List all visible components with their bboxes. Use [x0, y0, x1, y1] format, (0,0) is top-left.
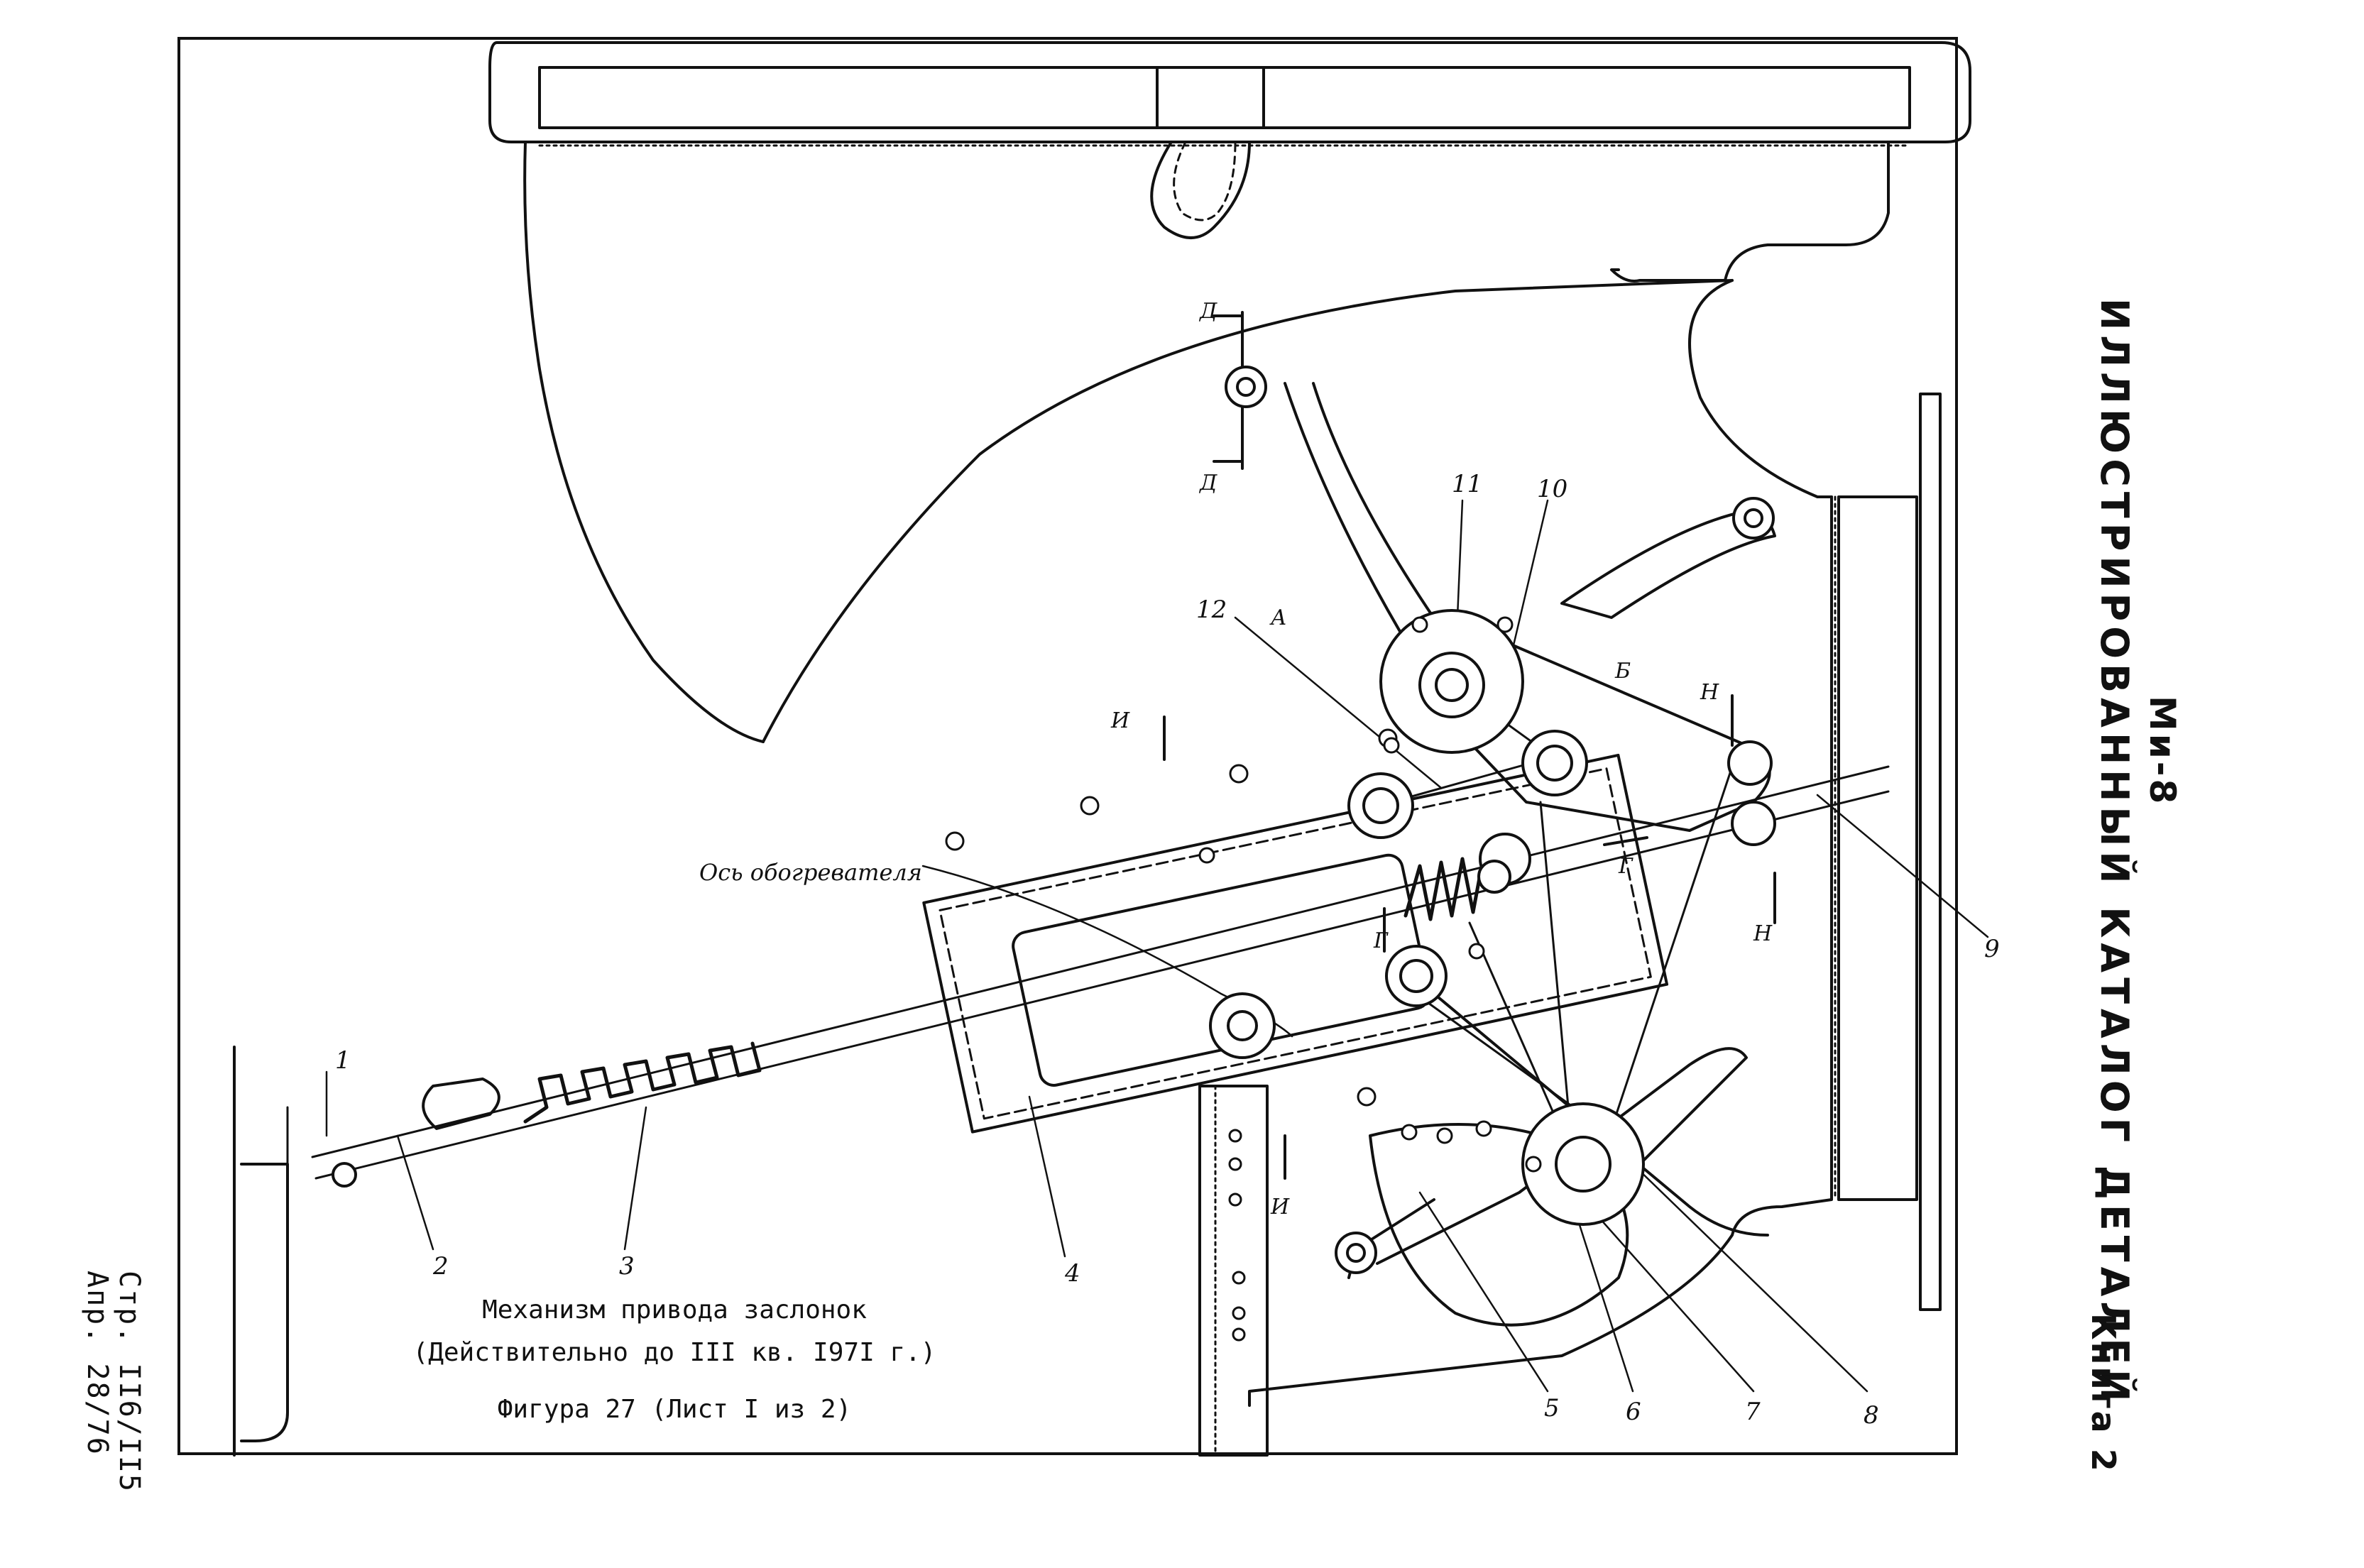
- mechanism-housing: [922, 753, 1669, 1134]
- section-a: А: [1269, 605, 1287, 630]
- callout-3: 3: [619, 1252, 635, 1281]
- pivots: [332, 366, 1776, 1274]
- callout-2: 2: [432, 1252, 449, 1281]
- callout-10: 10: [1537, 475, 1567, 503]
- duct-flange: [488, 41, 1971, 147]
- right-flange: [1837, 393, 1942, 1311]
- lower-duct: [1248, 279, 1837, 1407]
- callout-7: 7: [1745, 1398, 1761, 1426]
- section-n-bottom: Н: [1753, 921, 1773, 946]
- coil-spring-main: [523, 1041, 762, 1124]
- leaders: [325, 499, 1989, 1393]
- heater-axis-label: Ось обогревателя: [699, 859, 922, 886]
- callout-6: 6: [1626, 1398, 1641, 1426]
- callout-numbers: 1 2 3 4 5 6 7 8 9 10 11 12: [335, 470, 2000, 1430]
- section-i-bottom: И: [1270, 1195, 1290, 1219]
- figure-number: Фигура 27 (Лист I из 2): [497, 1395, 852, 1424]
- section-i-top: И: [1110, 708, 1130, 733]
- rivets: [945, 616, 1542, 1342]
- callout-8: 8: [1864, 1401, 1879, 1430]
- section-letters: Д Д А Б Н Н Г Г И И: [1110, 299, 1773, 1219]
- callout-4: 4: [1064, 1259, 1080, 1288]
- callout-12: 12: [1196, 596, 1227, 624]
- callout-9: 9: [1984, 935, 2000, 963]
- caption-line1: Механизм привода заслонок: [482, 1295, 867, 1325]
- section-g-left: Г: [1373, 928, 1389, 953]
- callout-11: 11: [1452, 470, 1482, 498]
- callout-5: 5: [1544, 1394, 1560, 1422]
- drawing-frame: [177, 37, 1958, 1455]
- section-b: Б: [1614, 659, 1631, 684]
- section-g-right: Г: [1618, 854, 1634, 879]
- mount-plate: [1198, 1085, 1269, 1457]
- coil-spring-small: [1403, 853, 1486, 921]
- section-n-top: Н: [1700, 680, 1719, 705]
- caption-line2: (Действительно до III кв. I97I г.): [412, 1338, 936, 1367]
- control-rod: [311, 765, 1890, 1180]
- callout-1: 1: [335, 1046, 351, 1075]
- section-d-top: Д: [1198, 299, 1217, 324]
- duct-elbow: [523, 141, 1890, 743]
- section-d-bottom: Д: [1198, 471, 1217, 495]
- left-bracket: [233, 1046, 289, 1457]
- section-markers: [1163, 311, 1776, 1180]
